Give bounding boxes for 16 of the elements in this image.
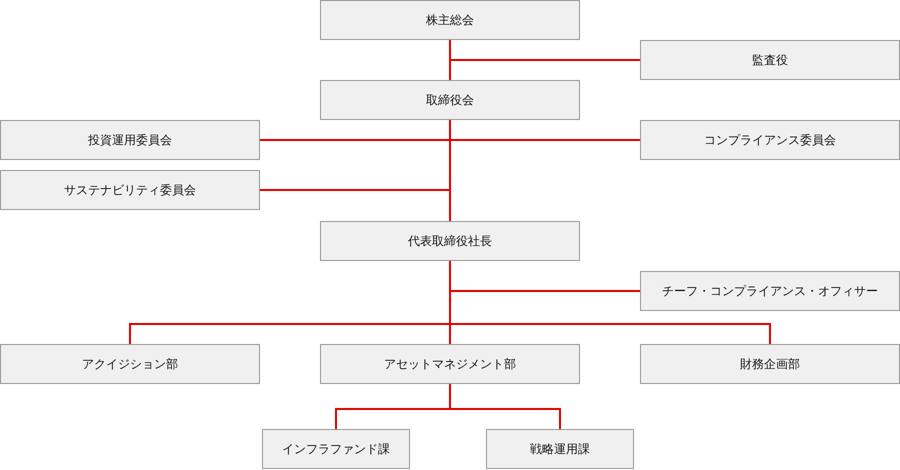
org-box: 財務企画部	[640, 344, 900, 384]
org-box: アセットマネジメント部	[320, 344, 580, 384]
org-box: 監査役	[640, 40, 900, 80]
org-box: コンプライアンス委員会	[640, 120, 900, 160]
connector-line	[449, 384, 561, 429]
org-box: 投資運用委員会	[0, 120, 260, 160]
org-box: 代表取締役社長	[320, 221, 580, 261]
org-box: サステナビリティ委員会	[0, 170, 260, 210]
org-box: 取締役会	[320, 80, 580, 120]
org-box: 株主総会	[320, 0, 580, 40]
org-box: インフラファンド課	[262, 429, 410, 469]
org-box: 戦略運用課	[486, 429, 634, 469]
connector-line	[449, 40, 640, 61]
org-box: チーフ・コンプライアンス・オフィサー	[640, 271, 900, 311]
org-box: アクイジション部	[0, 344, 260, 384]
connector-line	[449, 261, 771, 344]
